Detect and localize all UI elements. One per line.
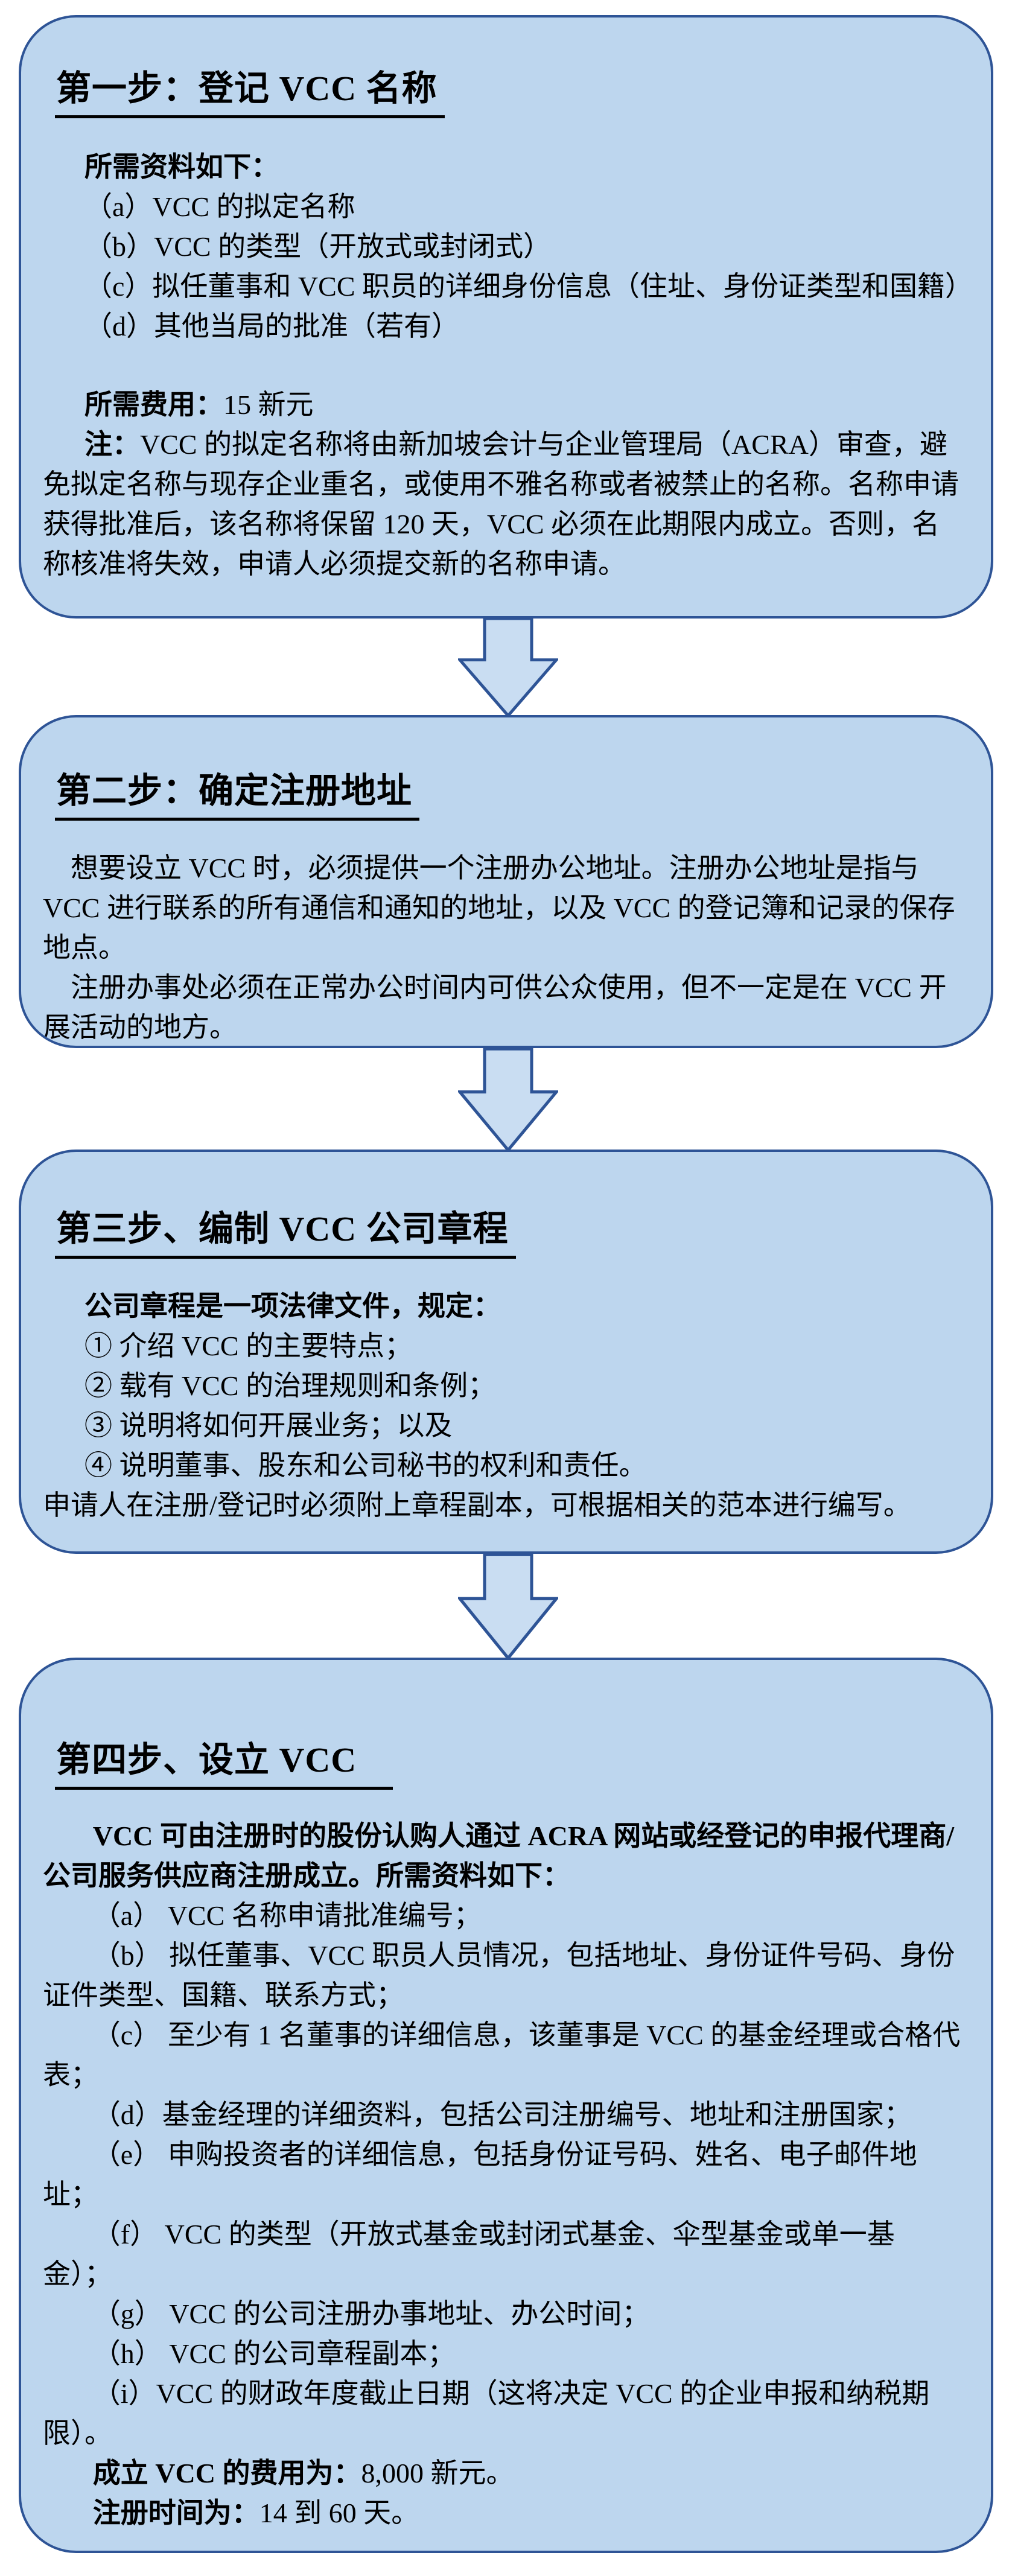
list-item-b: （b） 拟任董事、VCC 职员人员情况，包括地址、身份证件号码、身份证件类型、国… — [43, 1940, 955, 2011]
step-4-title-text: 第四步、设立 VCC — [55, 1731, 393, 1790]
list-item-a: （a） VCC 名称申请批准编号； — [92, 1900, 482, 1931]
step-1-title-text: 第一步：登记 VCC 名称 — [55, 60, 445, 118]
step-3-title: 第三步、编制 VCC 公司章程 — [55, 1200, 961, 1259]
step-2-body: 想要设立 VCC 时，必须提供一个注册办公地址。注册办公地址是指与 VCC 进行… — [43, 848, 961, 1046]
step-3-body: 公司章程是一项法律文件，规定： ① 介绍 VCC 的主要特点； ② 载有 VCC… — [43, 1286, 961, 1525]
list-item-i: （i）VCC 的财政年度截止日期（这将决定 VCC 的企业申报和纳税期限）。 — [43, 2378, 930, 2449]
down-arrow-icon — [458, 617, 558, 717]
list-item-d: （d）基金经理的详细资料，包括公司注册编号、地址和注册国家； — [92, 2099, 912, 2130]
list-item-g: （g） VCC 的公司注册办事地址、办公时间； — [92, 2298, 650, 2329]
step-3-title-text: 第三步、编制 VCC 公司章程 — [55, 1200, 516, 1259]
spacer — [43, 346, 961, 385]
step-2-box: 第二步：确定注册地址 想要设立 VCC 时，必须提供一个注册办公地址。注册办公地… — [19, 715, 993, 1048]
down-arrow-icon — [458, 1553, 558, 1660]
list-item-e: （e） 申购投资者的详细信息，包括身份证号码、姓名、电子邮件地址； — [43, 2139, 917, 2210]
list-item-2: ② 载有 VCC 的治理规则和条例； — [84, 1370, 496, 1401]
list-item-c: （c） 至少有 1 名董事的详细信息，该董事是 VCC 的基金经理或合格代表； — [43, 2020, 961, 2090]
list-item-1: ① 介绍 VCC 的主要特点； — [84, 1331, 413, 1361]
list-item-h: （h） VCC 的公司章程副本； — [92, 2338, 456, 2369]
step-1-body: 所需资料如下： （a）VCC 的拟定名称 （b）VCC 的类型（开放式或封闭式）… — [43, 147, 973, 584]
constitution-intro: 公司章程是一项法律文件，规定： — [84, 1291, 501, 1321]
step-1-box: 第一步：登记 VCC 名称 所需资料如下： （a）VCC 的拟定名称 （b）VC… — [19, 15, 993, 619]
list-item-f: （f） VCC 的类型（开放式基金或封闭式基金、伞型基金或单一基金）； — [43, 2219, 895, 2289]
step-1-title: 第一步：登记 VCC 名称 — [55, 60, 961, 118]
list-item-c: （c）拟任董事和 VCC 职员的详细身份信息（住址、身份证类型和国籍） — [84, 271, 973, 302]
down-arrow-icon — [458, 1047, 558, 1152]
list-item-a: （a）VCC 的拟定名称 — [84, 191, 355, 222]
constitution-outro: 申请人在注册/登记时必须附上章程副本，可根据相关的范本进行编写。 — [43, 1490, 911, 1521]
fee-line: 成立 VCC 的费用为：8,000 新元。 — [92, 2458, 514, 2489]
step-4-title: 第四步、设立 VCC — [55, 1731, 961, 1790]
step-4-box: 第四步、设立 VCC VCC 可由注册时的股份认购人通过 ACRA 网站或经登记… — [19, 1658, 993, 2553]
list-item-3: ③ 说明将如何开展业务；以及 — [84, 1410, 453, 1441]
registration-time-line: 注册时间为：14 到 60 天。 — [92, 2498, 419, 2528]
paragraph: 注册办事处必须在正常办公时间内可供公众使用，但不一定是在 VCC 开展活动的地方… — [43, 972, 947, 1043]
step-2-title: 第二步：确定注册地址 — [55, 762, 961, 821]
incorporation-intro: VCC 可由注册时的股份认购人通过 ACRA 网站或经登记的申报代理商/公司服务… — [43, 1821, 955, 1891]
step-4-body: VCC 可由注册时的股份认购人通过 ACRA 网站或经登记的申报代理商/公司服务… — [43, 1816, 961, 2533]
paragraph: 想要设立 VCC 时，必须提供一个注册办公地址。注册办公地址是指与 VCC 进行… — [43, 853, 955, 963]
note-paragraph: 注：VCC 的拟定名称将由新加坡会计与企业管理局（ACRA）审查，避免拟定名称与… — [43, 429, 959, 579]
list-item-b: （b）VCC 的类型（开放式或封闭式） — [84, 231, 552, 262]
step-3-box: 第三步、编制 VCC 公司章程 公司章程是一项法律文件，规定： ① 介绍 VCC… — [19, 1150, 993, 1554]
fee-line: 所需费用：15 新元 — [84, 389, 314, 420]
list-item-d: （d）其他当局的批准（若有） — [84, 311, 459, 342]
requirements-heading: 所需资料如下： — [84, 151, 279, 182]
step-2-title-text: 第二步：确定注册地址 — [55, 762, 420, 821]
list-item-4: ④ 说明董事、股东和公司秘书的权利和责任。 — [84, 1450, 647, 1481]
